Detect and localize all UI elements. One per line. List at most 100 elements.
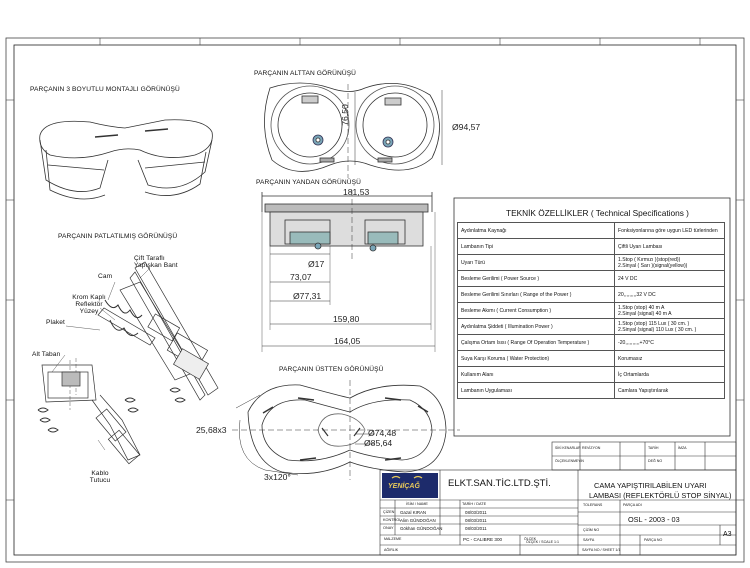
spec-key: Lambanın Uygulaması bbox=[457, 382, 615, 399]
dim-73-07: 73,07 bbox=[290, 272, 312, 282]
drawing-title-1: CAMA YAPIŞTIRILABİLEN UYARI bbox=[594, 481, 707, 490]
drawing-number: OSL - 2003 - 03 bbox=[628, 515, 680, 524]
part-base: Alt Taban bbox=[32, 351, 61, 358]
label-tolerance: TOLERANS bbox=[583, 503, 603, 507]
spec-key: Besleme Gerilimi Sınırları ( Range of th… bbox=[457, 286, 615, 303]
spec-title: TEKNİK ÖZELLİKLER ( Technical Specificat… bbox=[506, 208, 689, 218]
row-name-2: Alim GÜNDOĞAN bbox=[400, 518, 436, 523]
material: PC - CALIBRE 300 bbox=[463, 537, 503, 542]
dim-3x120: 3x120° bbox=[264, 472, 291, 482]
header-role: İSİM / NAME bbox=[406, 502, 428, 506]
label-material: MALZEME bbox=[384, 537, 402, 541]
view-label-exploded: PARÇANIN PATLATILMIŞ GÖRÜNÜŞÜ bbox=[58, 233, 178, 240]
row-role-3: ONAY bbox=[383, 526, 394, 530]
label-date: TARİH bbox=[648, 446, 659, 450]
label-scale: ÖLÇEK bbox=[524, 537, 537, 541]
spec-key: Aydınlatma Şiddeti ( Illumination Power … bbox=[457, 318, 615, 335]
dim-94-57: Ø94,57 bbox=[452, 122, 481, 132]
bottom-view bbox=[264, 82, 443, 178]
spec-value: 20,,,,,,,,,32 V DC bbox=[614, 286, 725, 303]
company-name: ELKT.SAN.TİC.LTD.ŞTİ. bbox=[448, 478, 551, 489]
spec-value: Fonksiyonlarına göre uygun LED türlerind… bbox=[614, 222, 725, 239]
row-name-3: Gökhan GÜNDOĞAN bbox=[400, 526, 443, 531]
row-date-3: 08/03/2011 bbox=[465, 526, 487, 531]
label-part-no: PARÇA NO bbox=[644, 538, 663, 542]
spec-value: Korumasız bbox=[614, 350, 725, 367]
spec-key: Suya Karşı Koruma ( Water Protection) bbox=[457, 350, 615, 367]
row-role-2: KONTROL bbox=[383, 518, 402, 522]
label-signature: İMZA bbox=[678, 446, 687, 450]
spec-value: 1.Stop ( Kırmızı )(stop(red)) 2.Sinyal (… bbox=[614, 254, 725, 271]
title-block bbox=[379, 441, 737, 556]
row-name-1: Gazal KIRAN bbox=[400, 510, 427, 515]
label-revision: REVİZYON bbox=[582, 446, 601, 450]
label-edges: SİKİ KENARLAR bbox=[555, 446, 581, 450]
spec-key: Aydınlatma Kaynağı bbox=[457, 222, 615, 239]
spec-row: Suya Karşı Koruma ( Water Protection)Kor… bbox=[457, 350, 725, 367]
label-weight: AĞIRLIK bbox=[384, 548, 399, 552]
spec-value: -20,,,,,,,,,,+70°C bbox=[614, 334, 725, 351]
dim-76-50: 76,50 bbox=[339, 104, 350, 126]
sheet-size: A3 bbox=[723, 531, 732, 538]
spec-key: Uyarı Türü bbox=[457, 254, 615, 271]
spec-row: Çalışma Ortam Isısı ( Range Of Operation… bbox=[457, 334, 725, 351]
spec-value: İç Ortamlarda bbox=[614, 366, 725, 383]
label-drawing-no: ÇİZİM NO bbox=[583, 528, 600, 532]
view-label-bottom: PARÇANIN ALTTAN GÖRÜNÜŞÜ bbox=[254, 70, 357, 77]
dim-85-64: Ø85,64 bbox=[364, 438, 393, 448]
dim-159-80: 159,80 bbox=[333, 314, 360, 324]
part-plaket: Plaket bbox=[46, 319, 65, 326]
scale: ÖLÇEK / SCALE 1:1 bbox=[526, 540, 559, 544]
sheet-number: SAYFA NO / SHEET 1/1 bbox=[582, 548, 621, 552]
dim-181-53: 181,53 bbox=[343, 187, 370, 197]
drawing-title-2: LAMBASI (REFLEKTÖRLÜ STOP SİNYAL) bbox=[589, 491, 732, 500]
side-view bbox=[261, 190, 436, 352]
label-change-no: DEĞ NO bbox=[648, 459, 663, 463]
part-reflector: Krom Kaplı Reflektör Yüzey bbox=[72, 294, 106, 315]
dim-17: Ø17 bbox=[308, 259, 325, 269]
view-label-side: PARÇANIN YANDAN GÖRÜNÜŞÜ bbox=[256, 179, 361, 186]
spec-value: 1.Stop (stop) 115 Lux ( 30 cm. ) 2.Sinya… bbox=[614, 318, 725, 335]
spec-row: Besleme Gerilimi Sınırları ( Range of th… bbox=[457, 286, 725, 303]
logo-text: YENİÇAĞ bbox=[388, 483, 420, 490]
spec-value: Çiftli Uyarı Lambası bbox=[614, 238, 725, 255]
part-cable: Kablo Tutucu bbox=[89, 470, 111, 484]
top-view bbox=[232, 380, 460, 480]
spec-key: Çalışma Ortam Isısı ( Range Of Operation… bbox=[457, 334, 615, 351]
iso-view bbox=[39, 119, 213, 200]
spec-key: Besleme Gerilimi ( Power Source ) bbox=[457, 270, 615, 287]
spec-value: 24 V DC bbox=[614, 270, 725, 287]
spec-key: Kullanım Alanı bbox=[457, 366, 615, 383]
row-date-2: 08/03/2011 bbox=[465, 518, 487, 523]
label-part-name: PARÇA ADI bbox=[623, 503, 642, 507]
company-logo bbox=[382, 473, 438, 498]
spec-key: Besleme Akımı ( Current Consumption ) bbox=[457, 302, 615, 319]
dim-25-68: 25,68x3 bbox=[196, 425, 227, 435]
header-date: TARİH / DATE bbox=[462, 502, 487, 506]
spec-value: 1.Stop (stop) 40 m A 2.Sinyal (signal) 4… bbox=[614, 302, 725, 319]
dim-77-31: Ø77,31 bbox=[293, 291, 322, 301]
view-label-iso: PARÇANIN 3 BOYUTLU MONTAJLI GÖRÜNÜŞÜ bbox=[30, 86, 180, 93]
label-sheet: SAYFA bbox=[583, 538, 595, 542]
part-cam: Cam bbox=[98, 273, 113, 280]
view-label-top: PARÇANIN ÜSTTEN GÖRÜNÜŞÜ bbox=[279, 366, 384, 373]
spec-value: Camlara Yapıştırılarak bbox=[614, 382, 725, 399]
label-no-scale: ÖLÇEKLENMEYİN bbox=[555, 459, 584, 463]
dim-164-05: 164,05 bbox=[334, 336, 361, 346]
row-date-1: 08/03/2011 bbox=[465, 510, 487, 515]
spec-row: Aydınlatma Şiddeti ( Illumination Power … bbox=[457, 318, 725, 335]
exploded-view bbox=[37, 261, 219, 465]
dim-74-48: Ø74,48 bbox=[368, 428, 397, 438]
spec-row: Besleme Akımı ( Current Consumption )1.S… bbox=[457, 302, 725, 319]
row-role-1: ÇİZEN bbox=[383, 510, 395, 514]
spec-key: Lambanın Tipi bbox=[457, 238, 615, 255]
spec-row: Besleme Gerilimi ( Power Source )24 V DC bbox=[457, 270, 725, 287]
part-tape: Çift Taraflı Yapışkan Bant bbox=[134, 255, 178, 269]
